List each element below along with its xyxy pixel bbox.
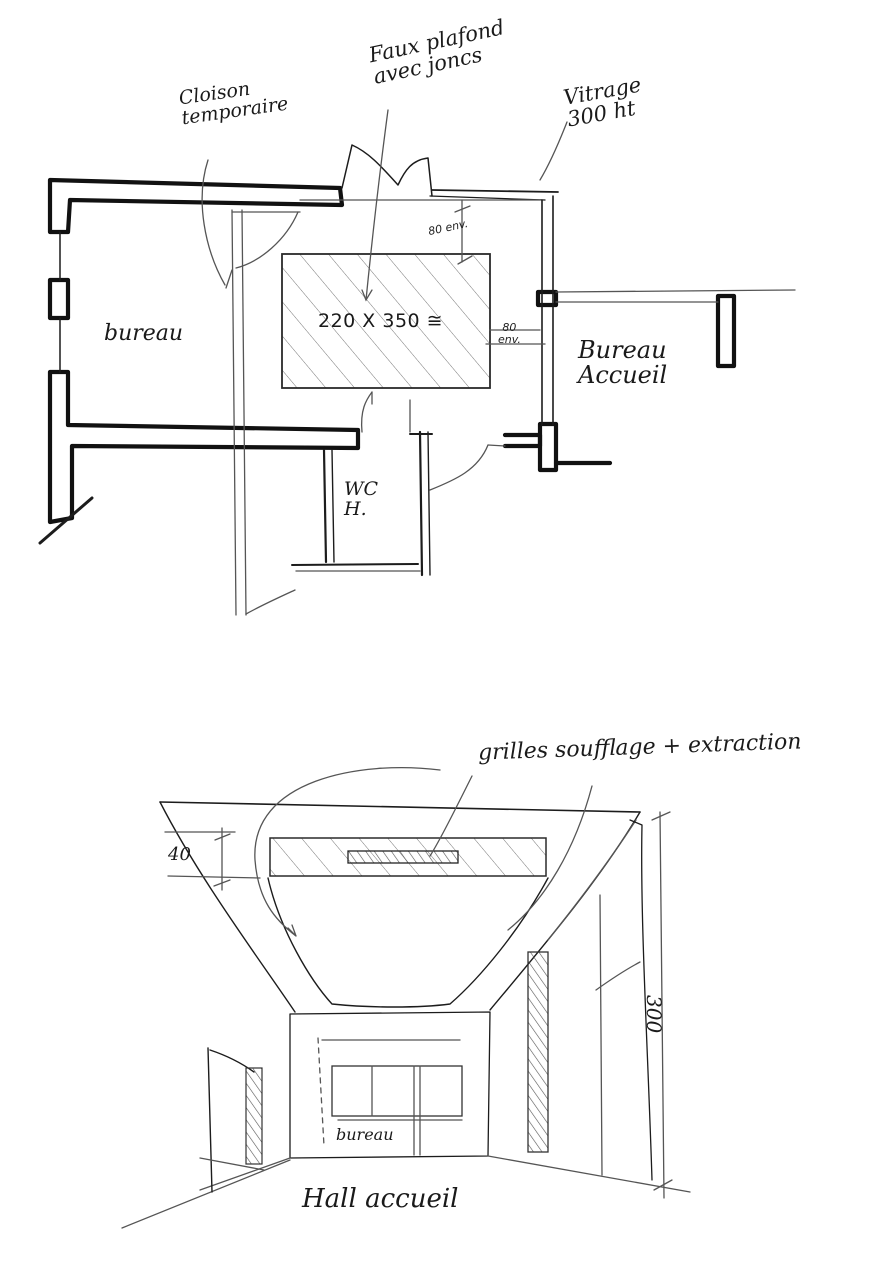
ceiling-size-label: 220 X 350 ≅ — [318, 310, 444, 332]
dim-300-label: 300 — [642, 995, 666, 1034]
hall-perspective — [121, 767, 691, 1229]
bureau-back-label: bureau — [336, 1125, 394, 1144]
plan-doors — [225, 144, 506, 491]
dim-40-label: 40 — [168, 844, 191, 865]
floor-plan — [38, 109, 796, 616]
temporary-partition — [231, 209, 301, 616]
plan-leaders — [201, 109, 568, 302]
dim-right-label: 80 env. — [498, 321, 521, 346]
bureau-accueil-label: Bureau Accueil — [578, 336, 668, 390]
wc-label: WC H. — [344, 478, 379, 520]
bureau-left-label: bureau — [104, 321, 184, 346]
plan-walls — [38, 177, 796, 577]
hall-accueil-label: Hall accueil — [302, 1184, 459, 1214]
false-ceiling — [281, 199, 546, 433]
